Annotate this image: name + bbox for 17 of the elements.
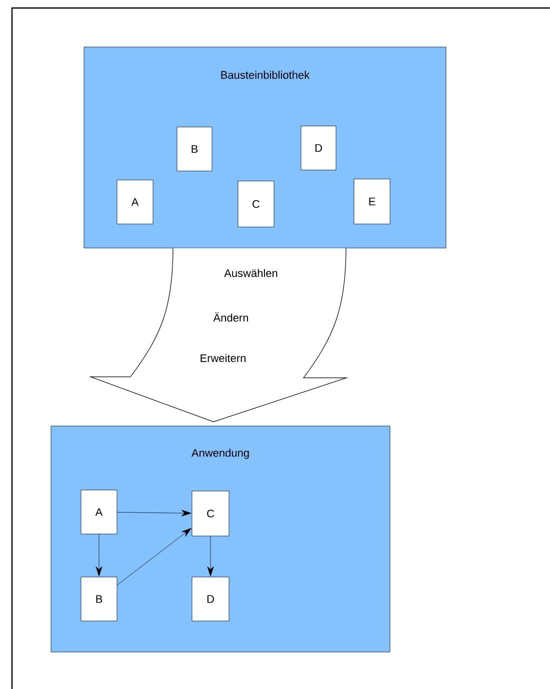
block-box: A	[116, 180, 154, 224]
arrow	[117, 528, 192, 586]
block-box: C	[238, 180, 274, 228]
block-box: A	[80, 490, 118, 534]
block-box: E	[354, 178, 390, 224]
block-box: B	[176, 126, 212, 172]
block-box: D	[300, 126, 336, 170]
block-box: D	[192, 576, 230, 622]
arrow-label: Erweitern	[200, 354, 246, 362]
block-box: B	[80, 576, 118, 622]
arrow-label: Ändern	[213, 312, 248, 322]
arrow-label: Auswählen	[224, 268, 278, 278]
arrow	[207, 536, 214, 576]
arrow	[96, 534, 102, 576]
block-box: C	[192, 490, 230, 536]
arrow	[117, 510, 192, 516]
block-arrow	[90, 248, 347, 422]
